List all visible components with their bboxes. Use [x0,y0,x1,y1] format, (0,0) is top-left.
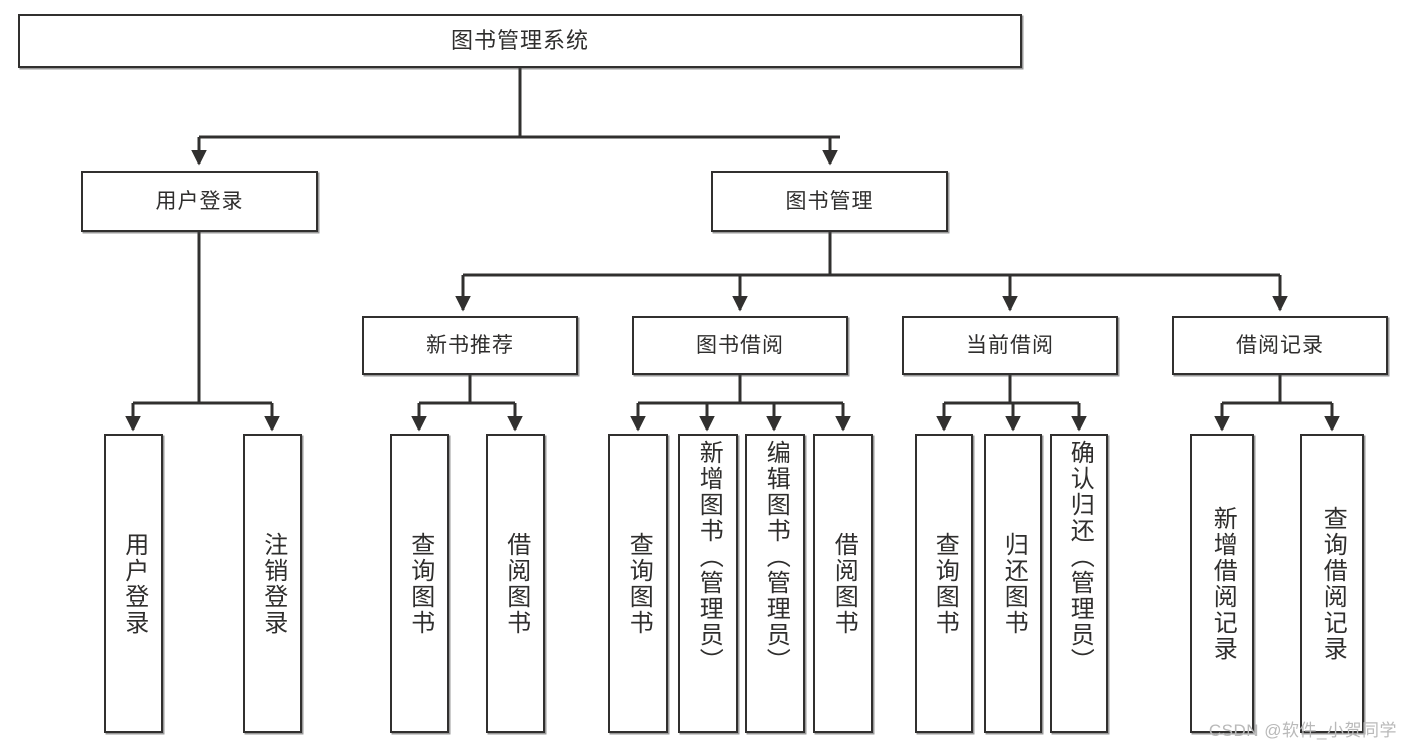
leaf-borrow-book-2-label: 借阅图书 [830,531,858,636]
node-current-borrow-label: 当前借阅 [966,333,1054,357]
leaf-borrow-book-1-label: 借阅图书 [502,531,530,636]
leaf-borrow-book-1[interactable]: 借阅图书 [486,434,545,733]
node-book-management-label: 图书管理 [785,189,874,213]
node-user-login-label: 用户登录 [155,189,244,213]
leaf-logout-login[interactable]: 注销登录 [243,434,302,733]
leaf-query-book-3-label: 查询图书 [931,531,959,636]
leaf-user-login-label: 用户登录 [120,531,148,636]
leaf-query-book-2[interactable]: 查询图书 [608,434,668,733]
node-borrow-record-label: 借阅记录 [1236,333,1324,357]
leaf-edit-book[interactable]: 编辑图书（管理员） [745,434,805,733]
node-book-borrow-label: 图书借阅 [696,333,784,357]
leaf-query-book-1[interactable]: 查询图书 [390,434,449,733]
node-borrow-record[interactable]: 借阅记录 [1172,316,1388,375]
leaf-query-book-2-label: 查询图书 [625,531,653,636]
leaf-query-book-1-label: 查询图书 [406,531,434,636]
leaf-query-record[interactable]: 查询借阅记录 [1300,434,1364,733]
leaf-user-login[interactable]: 用户登录 [104,434,163,733]
node-root-label: 图书管理系统 [450,27,589,53]
leaf-return-book-label: 归还图书 [1000,531,1028,636]
leaf-logout-login-label: 注销登录 [259,531,287,636]
leaf-edit-book-label: 编辑图书（管理员） [762,440,790,674]
leaf-add-record[interactable]: 新增借阅记录 [1190,434,1254,733]
leaf-add-book-label: 新增图书（管理员） [695,440,723,674]
node-user-login[interactable]: 用户登录 [81,171,318,232]
node-new-book-recommend-label: 新书推荐 [426,333,514,357]
leaf-confirm-return-label: 确认归还（管理员） [1066,440,1094,674]
csdn-watermark: CSDN @软件_小贺同学 [1208,721,1397,740]
leaf-add-record-label: 新增借阅记录 [1209,505,1237,662]
leaf-return-book[interactable]: 归还图书 [984,434,1042,733]
leaf-query-book-3[interactable]: 查询图书 [915,434,973,733]
node-book-management[interactable]: 图书管理 [711,171,948,232]
leaf-confirm-return[interactable]: 确认归还（管理员） [1050,434,1108,733]
leaf-query-record-label: 查询借阅记录 [1319,505,1347,662]
leaf-add-book[interactable]: 新增图书（管理员） [678,434,738,733]
leaf-borrow-book-2[interactable]: 借阅图书 [813,434,873,733]
node-book-borrow[interactable]: 图书借阅 [632,316,848,375]
node-root[interactable]: 图书管理系统 [18,14,1022,68]
node-new-book-recommend[interactable]: 新书推荐 [362,316,578,375]
node-current-borrow[interactable]: 当前借阅 [902,316,1118,375]
